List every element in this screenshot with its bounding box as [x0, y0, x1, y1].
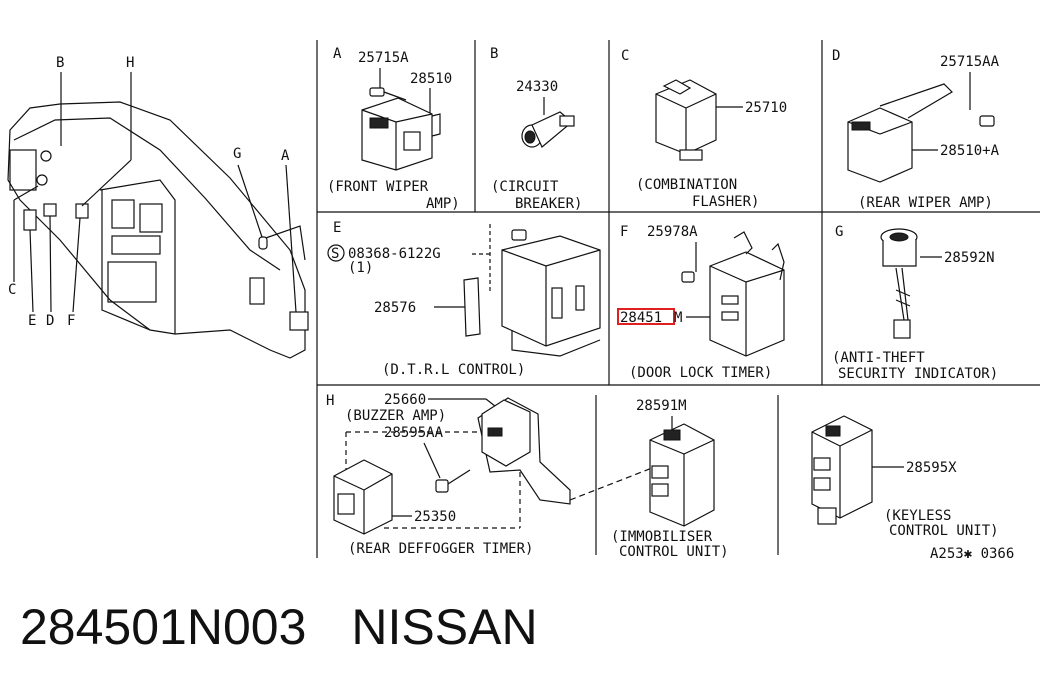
caption-g-1: (ANTI-THEFT — [832, 350, 925, 366]
part-28576: 28576 — [374, 300, 416, 316]
caption-e: (D.T.R.L CONTROL) — [382, 362, 525, 378]
caption-a-1: (FRONT WIPER — [327, 179, 429, 195]
caption-c-1: (COMBINATION — [636, 177, 737, 193]
caption-h-keyless-2: CONTROL UNIT) — [889, 523, 999, 539]
part-28592n: 28592N — [944, 250, 995, 266]
callout-f: F — [67, 313, 75, 329]
highlight-box — [617, 308, 675, 325]
panel-g: G 28592N (ANTI-THEFT SECURITY INDICATOR) — [832, 224, 998, 382]
panel-b-letter: B — [490, 46, 498, 62]
part-25978a: 25978A — [647, 224, 698, 240]
part-25715a: 25715A — [358, 50, 409, 66]
panel-f-letter: F — [620, 224, 628, 240]
panel-a: A 25715A 28510 (FRONT WIPER AMP) — [327, 46, 460, 212]
panel-c-letter: C — [621, 48, 629, 64]
part-28595x: 28595X — [906, 460, 957, 476]
part-suffix-m: M — [674, 310, 682, 326]
drawing-code: A253✱ 0366 — [930, 546, 1014, 562]
screw-icon — [979, 115, 995, 127]
part-28595aa: 28595AA — [384, 425, 444, 441]
panel-d: D 25715AA 28510+A (REAR WIPER AMP) — [832, 48, 1000, 211]
callout-e: E — [28, 313, 36, 329]
panel-e: E S 08368-6122G (1) 28576 (D.T.R.L CONTR… — [327, 220, 601, 378]
callout-a: A — [281, 148, 290, 164]
callout-h: H — [126, 55, 134, 71]
part-28451-highlighted: 28451 — [620, 310, 662, 326]
caption-h-rear-defogger: (REAR DEFFOGGER TIMER) — [348, 541, 533, 557]
panel-d-letter: D — [832, 48, 840, 64]
caption-b-1: (CIRCUIT — [491, 179, 559, 195]
part-25660: 25660 — [384, 392, 426, 408]
callout-g: G — [233, 146, 241, 162]
screw-icon — [369, 87, 385, 97]
part-24330: 24330 — [516, 79, 558, 95]
screw-icon — [435, 479, 449, 493]
panel-c: C 25710 (COMBINATION FLASHER) — [621, 48, 787, 210]
panel-h: H 25660 (BUZZER AMP) 28595AA 25350 (REAR… — [326, 392, 1014, 562]
part-08368-6122g: 08368-6122G — [348, 246, 441, 262]
parts-diagram: B H G A C E D F A 25715A 28510 (FRONT WI… — [7, 40, 1040, 562]
caption-h-immobiliser-1: (IMMOBILISER — [611, 529, 713, 545]
part-25710: 25710 — [745, 100, 787, 116]
caption-c-2: FLASHER) — [692, 194, 759, 210]
caption-f: (DOOR LOCK TIMER) — [629, 365, 772, 381]
panel-b: B 24330 (CIRCUIT BREAKER) — [490, 46, 582, 212]
bolt-symbol-icon — [327, 244, 345, 262]
brand-name: NISSAN — [351, 599, 538, 655]
panel-h-letter: H — [326, 393, 334, 409]
dashboard-overview: B H G A C E D F — [7, 55, 309, 359]
panel-e-letter: E — [333, 220, 341, 236]
part-25350: 25350 — [414, 509, 456, 525]
panel-a-letter: A — [333, 46, 342, 62]
caption-h-keyless-1: (KEYLESS — [884, 508, 951, 524]
part-number: 284501N003 — [20, 599, 307, 655]
part-25715aa: 25715AA — [940, 54, 1000, 70]
bolt-symbol: S — [331, 246, 339, 262]
caption-g-2: SECURITY INDICATOR) — [838, 366, 998, 382]
part-28510: 28510 — [410, 71, 452, 87]
caption-d: (REAR WIPER AMP) — [858, 195, 993, 211]
caption-b-2: BREAKER) — [515, 196, 582, 212]
callout-c: C — [8, 282, 16, 298]
product-footer: 284501N003 NISSAN — [20, 598, 583, 656]
part-28591m: 28591M — [636, 398, 687, 414]
screw-icon — [681, 271, 695, 283]
caption-a-2: AMP) — [426, 196, 460, 212]
part-28510-a: 28510+A — [940, 143, 1000, 159]
buzzer-amp-label: (BUZZER AMP) — [345, 408, 446, 424]
part-qty-1: (1) — [348, 260, 373, 276]
panel-g-letter: G — [835, 224, 843, 240]
panel-f: F 25978A 28451 M (DOOR LOCK TIMER) — [617, 224, 785, 381]
callout-d: D — [46, 313, 54, 329]
caption-h-immobiliser-2: CONTROL UNIT) — [619, 544, 729, 560]
screw-icon — [511, 229, 527, 241]
callout-b: B — [56, 55, 64, 71]
panel-grid — [316, 40, 1040, 558]
